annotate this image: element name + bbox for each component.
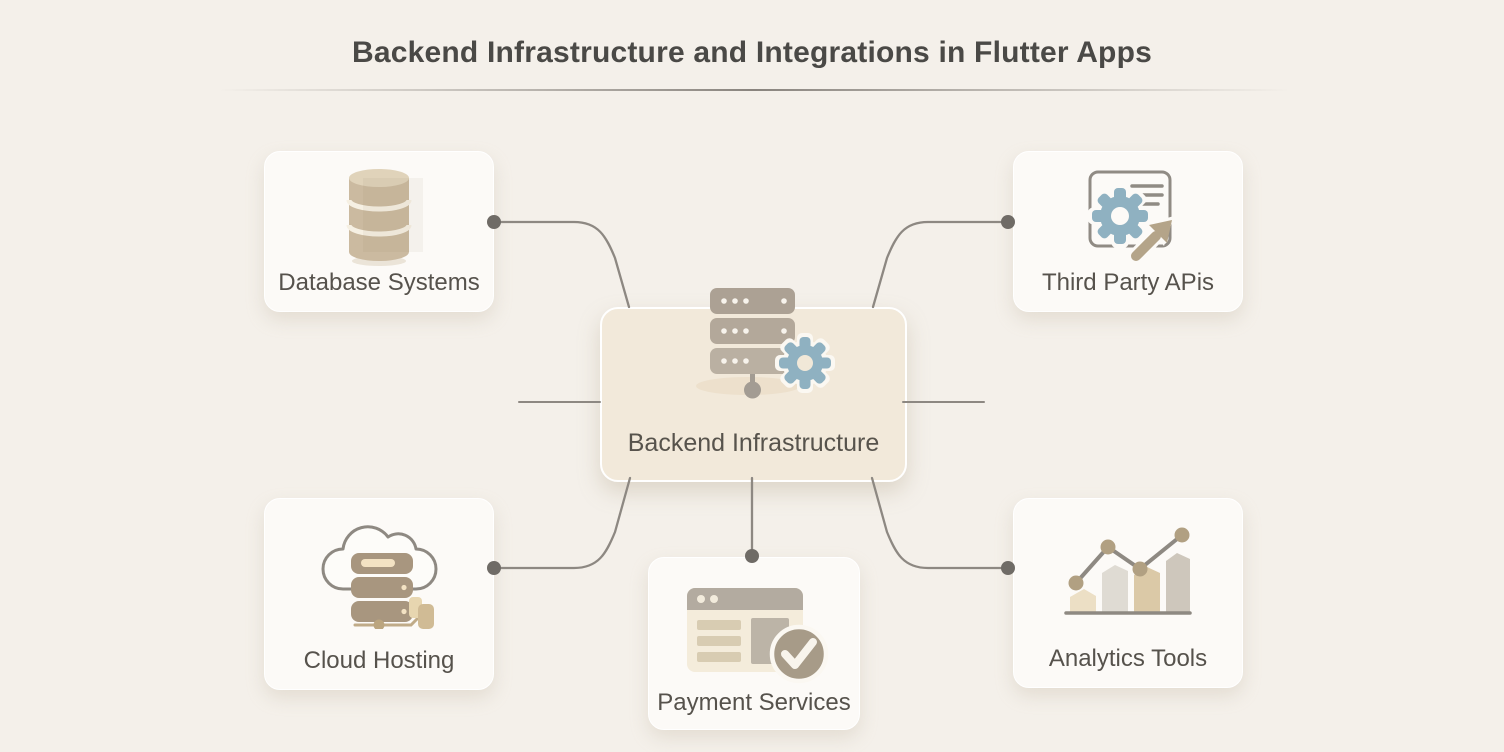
node-label: Cloud Hosting	[303, 647, 455, 674]
server-stack-icon	[351, 553, 413, 622]
node-label: Analytics Tools	[1048, 645, 1208, 672]
plug-cable-icon	[353, 597, 434, 631]
connector-api-to-center	[871, 220, 1010, 309]
gear-document-arrow-icon	[1070, 166, 1185, 271]
center-node-label: Backend Infrastructure	[627, 429, 880, 457]
node-label: Third Party APis	[1041, 269, 1215, 296]
node-third-party-apis: Third Party APis	[1013, 151, 1243, 312]
title-divider	[218, 89, 1290, 91]
connector-database-to-center	[492, 220, 631, 309]
arrow-up-right-icon	[1128, 216, 1174, 264]
server-stack-icon	[710, 288, 795, 399]
node-label: Payment Services	[657, 689, 851, 716]
connector-analytics-to-center	[870, 476, 1010, 570]
gear-icon	[775, 333, 835, 393]
connector-cloud-to-center	[492, 476, 632, 570]
gear-icon	[1088, 184, 1152, 248]
node-cloud-hosting: Cloud Hosting	[264, 498, 494, 690]
node-analytics-tools: Analytics Tools	[1013, 498, 1243, 688]
server-stack-gear-icon	[688, 278, 853, 403]
cloud-server-plug-icon	[313, 509, 448, 634]
page-title: Backend Infrastructure and Integrations …	[352, 36, 1152, 69]
node-database-systems: Database Systems	[264, 151, 494, 312]
bar-line-chart-icon	[1058, 513, 1198, 628]
browser-window-check-icon	[685, 584, 835, 691]
node-payment-services: Payment Services	[648, 557, 860, 730]
checkmark-badge-icon	[769, 624, 829, 684]
node-label: Database Systems	[278, 269, 480, 296]
database-icon	[333, 164, 425, 273]
